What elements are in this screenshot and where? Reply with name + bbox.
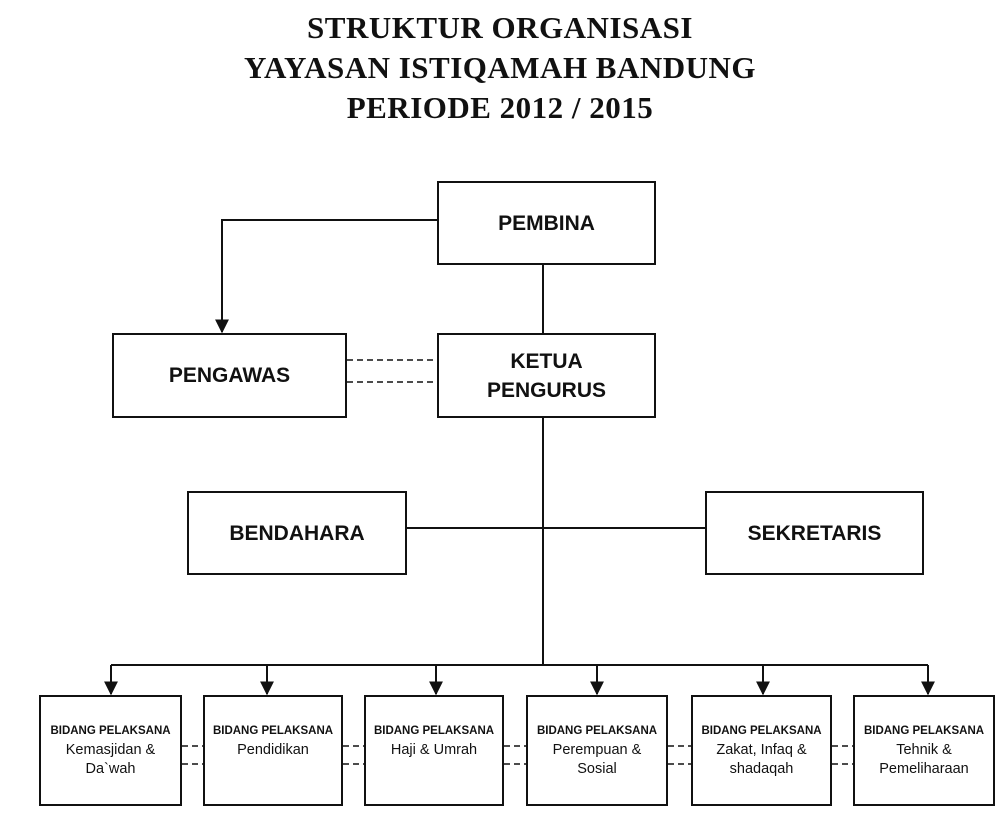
- unit-name-line2: Pemeliharaan: [879, 761, 969, 777]
- sekretaris-box: SEKRETARIS: [705, 491, 924, 575]
- unit-box-pendidikan: BIDANG PELAKSANA Pendidikan: [203, 695, 343, 806]
- unit-box-tehnik: BIDANG PELAKSANA Tehnik & Pemeliharaan: [853, 695, 995, 806]
- ketua-pengurus-box: KETUA PENGURUS: [437, 333, 656, 418]
- unit-heading: BIDANG PELAKSANA: [373, 725, 495, 737]
- bendahara-box: BENDAHARA: [187, 491, 407, 575]
- pembina-box: PEMBINA: [437, 181, 656, 265]
- pembina-label: PEMBINA: [498, 211, 595, 235]
- unit-name-line1: Pendidikan: [237, 742, 309, 758]
- title-line-3: PERIODE 2012 / 2015: [346, 90, 654, 125]
- pengawas-box: PENGAWAS: [112, 333, 347, 418]
- unit-box-haji-umrah: BIDANG PELAKSANA Haji & Umrah: [364, 695, 504, 806]
- unit-name-line1: Haji & Umrah: [390, 742, 478, 758]
- unit-box-perempuan-sosial: BIDANG PELAKSANA Perempuan & Sosial: [526, 695, 668, 806]
- sekretaris-label: SEKRETARIS: [747, 521, 882, 545]
- pengawas-label: PENGAWAS: [168, 364, 291, 387]
- ketua-label-line2: PENGURUS: [486, 378, 607, 402]
- unit-name-line1: Perempuan &: [552, 742, 642, 758]
- unit-name-line2: shadaqah: [729, 761, 794, 777]
- unit-heading: BIDANG PELAKSANA: [863, 725, 985, 737]
- unit-box-zakat: BIDANG PELAKSANA Zakat, Infaq & shadaqah: [691, 695, 832, 806]
- unit-heading: BIDANG PELAKSANA: [212, 725, 334, 737]
- title-line-2: YAYASAN ISTIQAMAH BANDUNG: [243, 50, 757, 85]
- bendahara-label: BENDAHARA: [229, 521, 365, 545]
- unit-heading: BIDANG PELAKSANA: [536, 725, 658, 737]
- unit-name-line1: Zakat, Infaq &: [716, 742, 807, 758]
- unit-name-line2: Sosial: [577, 761, 617, 777]
- unit-name-line2: Da`wah: [85, 761, 136, 777]
- title-line-1: STRUKTUR ORGANISASI: [307, 10, 693, 45]
- unit-name-line1: Kemasjidan &: [65, 742, 156, 758]
- unit-heading: BIDANG PELAKSANA: [50, 725, 171, 737]
- ketua-label-line1: KETUA: [510, 349, 583, 373]
- unit-name-line1: Tehnik &: [896, 742, 952, 758]
- unit-box-kemasjidan: BIDANG PELAKSANA Kemasjidan & Da`wah: [39, 695, 182, 806]
- pembina-to-pengawas-line: [215, 219, 437, 334]
- unit-heading: BIDANG PELAKSANA: [701, 725, 822, 737]
